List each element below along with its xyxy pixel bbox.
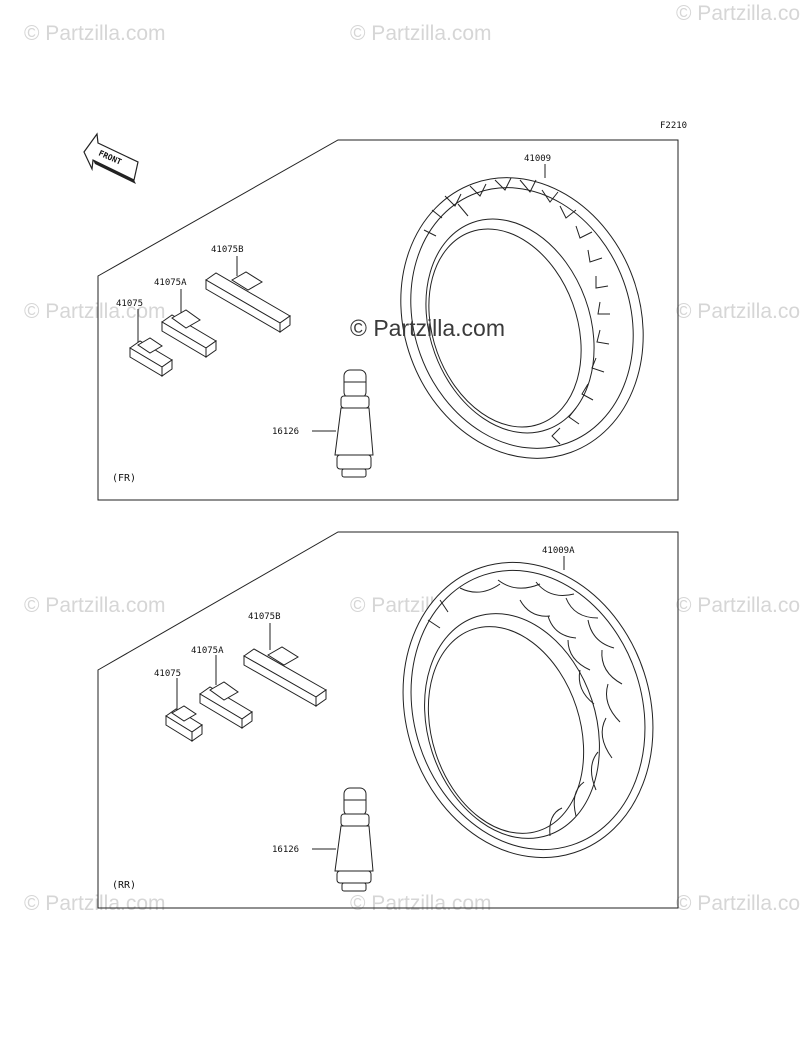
center-watermark: © Partzilla.com [350, 315, 505, 341]
watermark: © Partzilla.com [676, 594, 800, 617]
wheel-weight-medium: 41075A [154, 278, 217, 358]
panel-border [97, 531, 679, 909]
part-number-tire: 41009A [542, 546, 575, 556]
watermark: © Partzilla.com [24, 892, 166, 915]
watermark: © Partzilla.com [676, 892, 800, 915]
watermark-layer: © Partzilla.com © Partzilla.com © Partzi… [24, 2, 800, 915]
part-number-weight-a: 41075A [154, 278, 187, 288]
front-direction-arrow: FRONT [83, 132, 139, 184]
part-number-tire: 41009 [524, 154, 551, 164]
watermark: © Partzilla.com [676, 2, 800, 25]
watermark: © Partzilla.com [350, 892, 492, 915]
watermark: © Partzilla.com [24, 22, 166, 45]
watermark: © Partzilla.com [350, 22, 492, 45]
front-wheel-panel: (FR) 41009 41075B [97, 139, 679, 501]
part-number-weight: 41075 [154, 669, 181, 679]
figure-code: F2210 [660, 121, 687, 131]
watermark: © Partzilla.com [24, 594, 166, 617]
rear-wheel-panel: (RR) 41009A 41 [97, 531, 679, 909]
watermark: © Partzilla.com [676, 300, 800, 323]
part-number-valve: 16126 [272, 427, 299, 437]
section-label: (RR) [112, 880, 136, 891]
wheel-weight-long: 41075B [243, 612, 327, 707]
wheel-weight-short: 41075 [116, 299, 173, 377]
rear-tire: 41009A [402, 546, 654, 859]
tire-valve: 16126 [272, 369, 374, 478]
panel-border [97, 139, 679, 501]
front-tire: 41009 [400, 154, 644, 459]
part-number-weight-b: 41075B [248, 612, 281, 622]
wheel-weight-long: 41075B [205, 245, 291, 333]
part-number-weight: 41075 [116, 299, 143, 309]
watermark: © Partzilla.com [24, 300, 166, 323]
wheel-weight-medium: 41075A [191, 646, 253, 729]
tire-valve: 16126 [272, 787, 374, 892]
wheel-weight-short: 41075 [154, 669, 203, 742]
section-label: (FR) [112, 473, 136, 484]
part-number-weight-a: 41075A [191, 646, 224, 656]
part-number-valve: 16126 [272, 845, 299, 855]
part-number-weight-b: 41075B [211, 245, 244, 255]
